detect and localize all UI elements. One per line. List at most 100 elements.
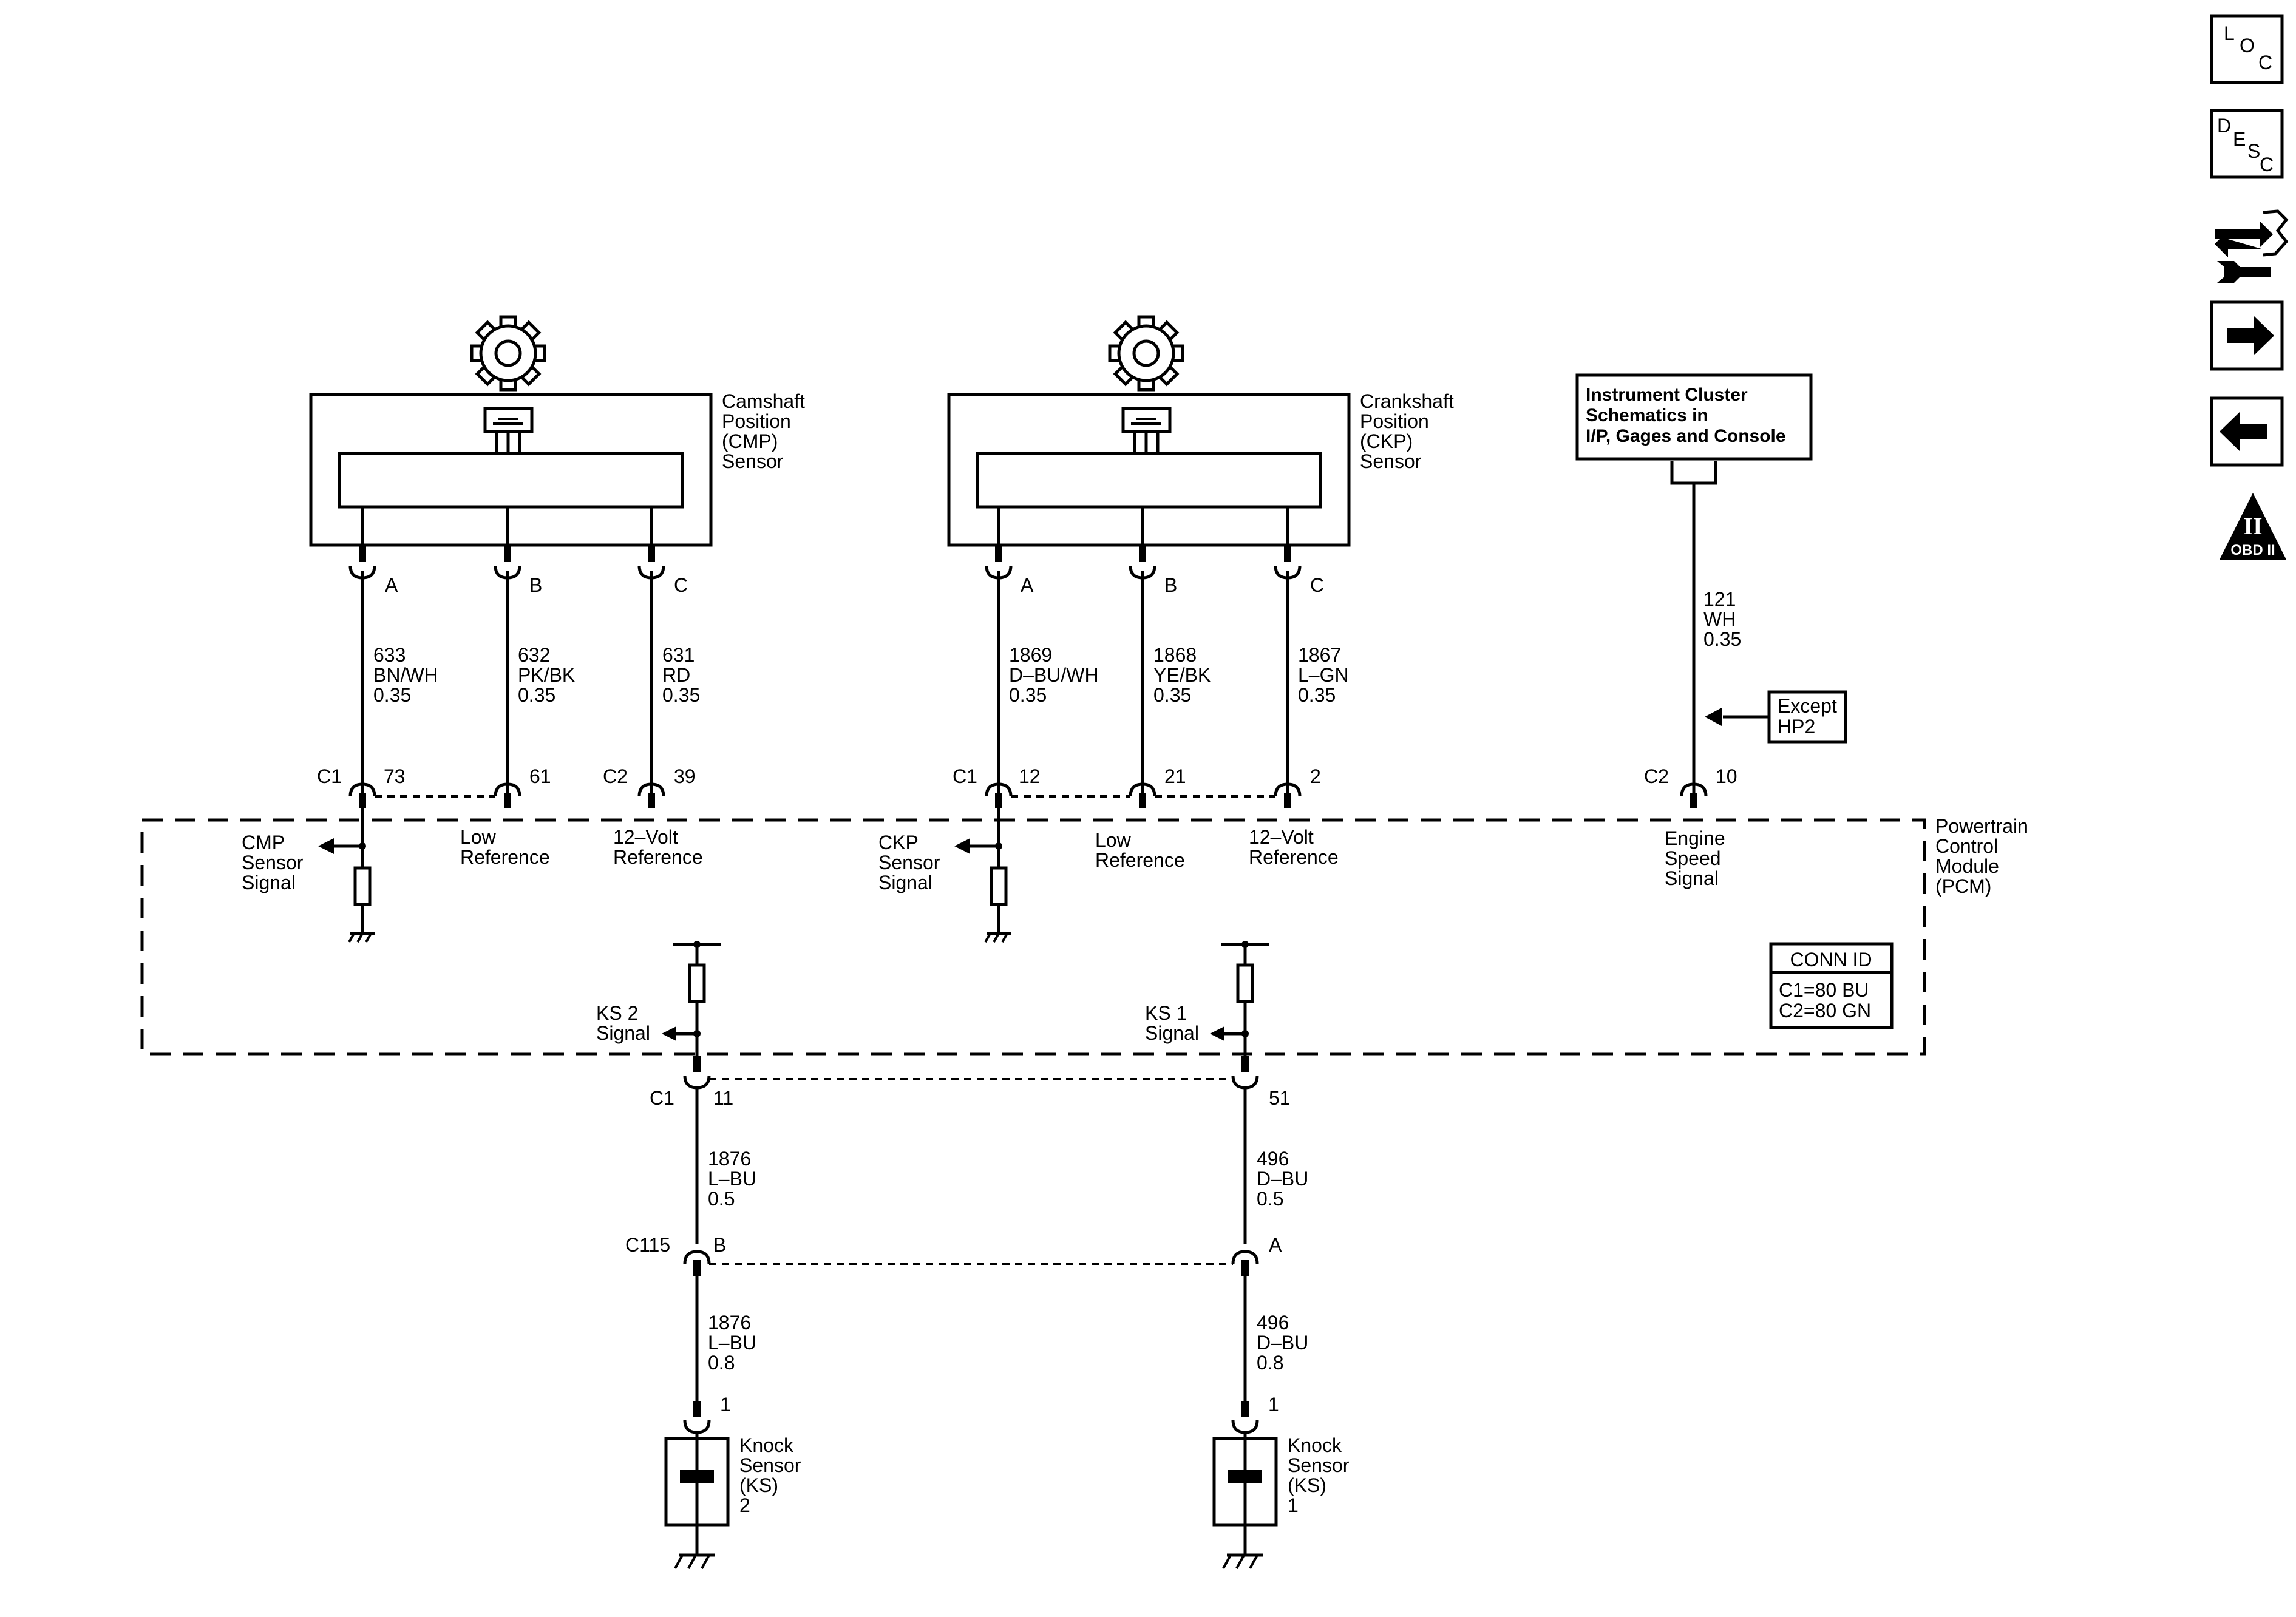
cmp-name-4: Sensor bbox=[722, 450, 784, 472]
svg-text:(KS): (KS) bbox=[1288, 1474, 1326, 1496]
pcm-label-ckp-12v-ref: 12–Volt Reference bbox=[1249, 826, 1339, 868]
connector-arrows-icon bbox=[2215, 221, 2273, 257]
ks1-pin: 1 bbox=[1268, 1394, 1279, 1415]
ks2-pin: 1 bbox=[720, 1394, 731, 1415]
svg-text:PK/BK: PK/BK bbox=[518, 664, 575, 686]
svg-text:2: 2 bbox=[739, 1494, 750, 1516]
pcm-c2-label-eng: C2 bbox=[1644, 765, 1669, 787]
svg-text:1: 1 bbox=[1288, 1494, 1299, 1516]
obd-numeral: II bbox=[2243, 512, 2262, 540]
svg-text:Low: Low bbox=[1095, 829, 1132, 851]
svg-text:1876: 1876 bbox=[708, 1148, 751, 1170]
svg-text:496: 496 bbox=[1257, 1312, 1289, 1334]
svg-text:0.35: 0.35 bbox=[1153, 684, 1191, 706]
svg-text:Knock: Knock bbox=[739, 1434, 794, 1456]
svg-text:0.35: 0.35 bbox=[373, 684, 411, 706]
svg-text:BN/WH: BN/WH bbox=[373, 664, 438, 686]
svg-text:1869: 1869 bbox=[1009, 644, 1052, 666]
svg-text:0.35: 0.35 bbox=[1703, 628, 1741, 650]
wires-upper bbox=[361, 483, 1696, 796]
pcm-pin-12: 12 bbox=[1019, 765, 1041, 787]
svg-text:0.5: 0.5 bbox=[1257, 1188, 1283, 1210]
ic-line-3: I/P, Gages and Console bbox=[1586, 426, 1786, 446]
svg-text:Sensor: Sensor bbox=[878, 852, 940, 873]
arrow-left-icon bbox=[2220, 412, 2267, 452]
ckp-sensor: Crankshaft Position (CKP) Sensor bbox=[947, 390, 1454, 547]
nav-desc-button[interactable]: D E S C bbox=[2210, 109, 2284, 179]
svg-text:(PCM): (PCM) bbox=[1935, 875, 1991, 897]
except-hp2-box: Except HP2 bbox=[1705, 690, 1847, 744]
knock-sensor-2: 1 Knock Sensor (KS) 2 bbox=[664, 1394, 801, 1569]
svg-text:C2=80 GN: C2=80 GN bbox=[1779, 1000, 1871, 1022]
pcm-label-ks2: KS 2 Signal bbox=[596, 1002, 650, 1044]
cmp-name-2: Position bbox=[722, 410, 791, 432]
svg-text:Reference: Reference bbox=[460, 846, 550, 868]
nav-desc-c: C bbox=[2260, 154, 2274, 175]
wire-label-ckp-c: 1867 L–GN 0.35 bbox=[1298, 644, 1349, 706]
pcm-ckp-signal-circuit bbox=[954, 808, 1011, 943]
nav-prev-button[interactable] bbox=[2210, 396, 2284, 467]
arrow-right-icon bbox=[2227, 316, 2274, 356]
wrench-icon bbox=[2217, 261, 2271, 283]
svg-text:L–GN: L–GN bbox=[1298, 664, 1349, 686]
wire-label-ks2-bottom: 1876 L–BU 0.8 bbox=[708, 1312, 756, 1374]
svg-text:Signal: Signal bbox=[242, 872, 296, 893]
pcm-pin-21: 21 bbox=[1164, 765, 1186, 787]
c115-pin-b: B bbox=[713, 1234, 726, 1256]
svg-text:Signal: Signal bbox=[878, 872, 932, 893]
svg-text:(KS): (KS) bbox=[739, 1474, 778, 1496]
svg-text:Sensor: Sensor bbox=[739, 1454, 801, 1476]
wires-lower bbox=[695, 1088, 1247, 1402]
svg-text:RD: RD bbox=[662, 664, 690, 686]
nav-next-button[interactable] bbox=[2210, 300, 2284, 371]
svg-text:D–BU: D–BU bbox=[1257, 1332, 1308, 1354]
svg-text:CMP: CMP bbox=[242, 832, 285, 853]
pcm-pin-10: 10 bbox=[1716, 765, 1737, 787]
conn-id-box: CONN ID C1=80 BU C2=80 GN bbox=[1769, 942, 1894, 1029]
svg-text:0.35: 0.35 bbox=[662, 684, 700, 706]
pcm-pin-2: 2 bbox=[1310, 765, 1321, 787]
ic-line-1: Instrument Cluster bbox=[1586, 385, 1748, 405]
pcm-boundary bbox=[140, 818, 1926, 1056]
wire-label-ic: 121 WH 0.35 bbox=[1703, 588, 1741, 650]
svg-text:12–Volt: 12–Volt bbox=[1249, 826, 1314, 848]
instrument-cluster-box[interactable]: Instrument Cluster Schematics in I/P, Ga… bbox=[1575, 373, 1813, 485]
svg-text:Reference: Reference bbox=[613, 846, 703, 868]
knock-sensor-1: 1 Knock Sensor (KS) 1 bbox=[1212, 1394, 1350, 1569]
pcm-name: Powertrain Control Module (PCM) bbox=[1935, 815, 2028, 897]
svg-text:C1=80 BU: C1=80 BU bbox=[1779, 979, 1869, 1001]
pcm-label-cmp-low-ref: Low Reference bbox=[460, 826, 550, 868]
svg-text:121: 121 bbox=[1703, 588, 1736, 610]
nav-desc-d: D bbox=[2217, 115, 2231, 137]
pcm-pin-73: 73 bbox=[384, 765, 406, 787]
pcm-ks1-circuit bbox=[1210, 941, 1269, 1068]
svg-text:CONN ID: CONN ID bbox=[1790, 949, 1872, 971]
nav-loc-button[interactable]: L O C bbox=[2210, 14, 2284, 84]
nav-desc-s: S bbox=[2247, 140, 2260, 162]
nav-obd-button[interactable]: II OBD II bbox=[2220, 493, 2286, 560]
svg-text:Sensor: Sensor bbox=[1288, 1454, 1350, 1476]
svg-text:Signal: Signal bbox=[1665, 867, 1719, 889]
svg-text:0.8: 0.8 bbox=[708, 1352, 735, 1374]
svg-text:0.35: 0.35 bbox=[518, 684, 555, 706]
nav-desc-e: E bbox=[2233, 128, 2246, 150]
nav-connector-tool-button[interactable] bbox=[2215, 209, 2289, 283]
cmp-pin-c: C bbox=[674, 574, 688, 596]
pcm-pin-51: 51 bbox=[1269, 1087, 1291, 1109]
ckp-name-2: Position bbox=[1360, 410, 1429, 432]
c115-connector bbox=[683, 1250, 1259, 1276]
cmp-sensor: Camshaft Position (CMP) Sensor bbox=[309, 390, 805, 547]
obd-triangle-icon bbox=[2220, 493, 2286, 560]
svg-text:L–BU: L–BU bbox=[708, 1168, 756, 1190]
svg-text:12–Volt: 12–Volt bbox=[613, 826, 678, 848]
svg-text:0.5: 0.5 bbox=[708, 1188, 735, 1210]
pcm-pin-39: 39 bbox=[674, 765, 696, 787]
cmp-gear-icon bbox=[470, 315, 546, 392]
pcm-label-ks1: KS 1 Signal bbox=[1145, 1002, 1199, 1044]
ckp-pin-b: B bbox=[1164, 574, 1177, 596]
svg-text:KS 2: KS 2 bbox=[596, 1002, 638, 1024]
pcm-pin-61: 61 bbox=[529, 765, 551, 787]
wire-label-ks1-top: 496 D–BU 0.5 bbox=[1257, 1148, 1308, 1210]
pcm-label-ckp-low-ref: Low Reference bbox=[1095, 829, 1185, 871]
svg-text:Signal: Signal bbox=[1145, 1022, 1199, 1044]
